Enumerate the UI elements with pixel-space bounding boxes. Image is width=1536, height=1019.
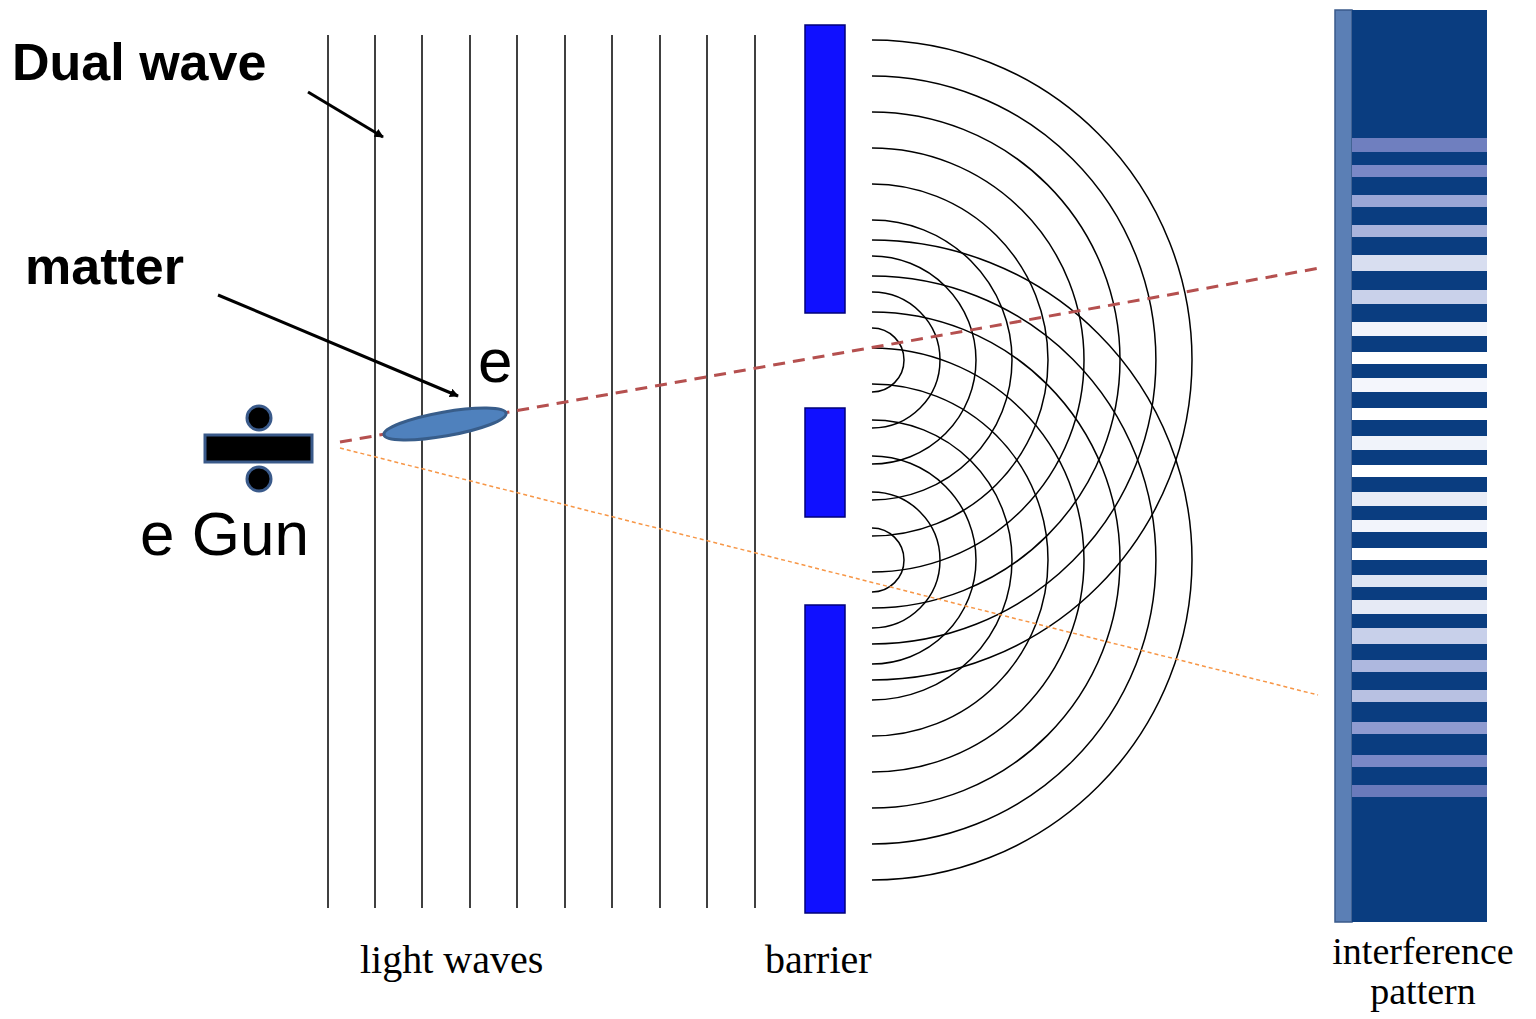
annotation-label: Dual wave xyxy=(12,36,266,88)
plane-waves xyxy=(328,35,755,908)
part-label: interference pattern xyxy=(1316,932,1530,1012)
annotation-label: matter xyxy=(25,240,184,292)
part-label: light waves xyxy=(360,940,543,980)
electron-symbol xyxy=(382,401,508,446)
part-label: e Gun xyxy=(140,503,309,565)
electron-gun-symbol xyxy=(205,406,312,491)
particle-label: e xyxy=(474,330,516,392)
part-label: barrier xyxy=(765,940,872,980)
trajectory-line xyxy=(340,448,1318,695)
leader-arrow xyxy=(308,92,383,137)
detector-screen xyxy=(1335,10,1487,922)
barrier xyxy=(805,25,845,913)
leader-arrow xyxy=(218,295,458,396)
diffracted-waves xyxy=(872,40,1192,880)
